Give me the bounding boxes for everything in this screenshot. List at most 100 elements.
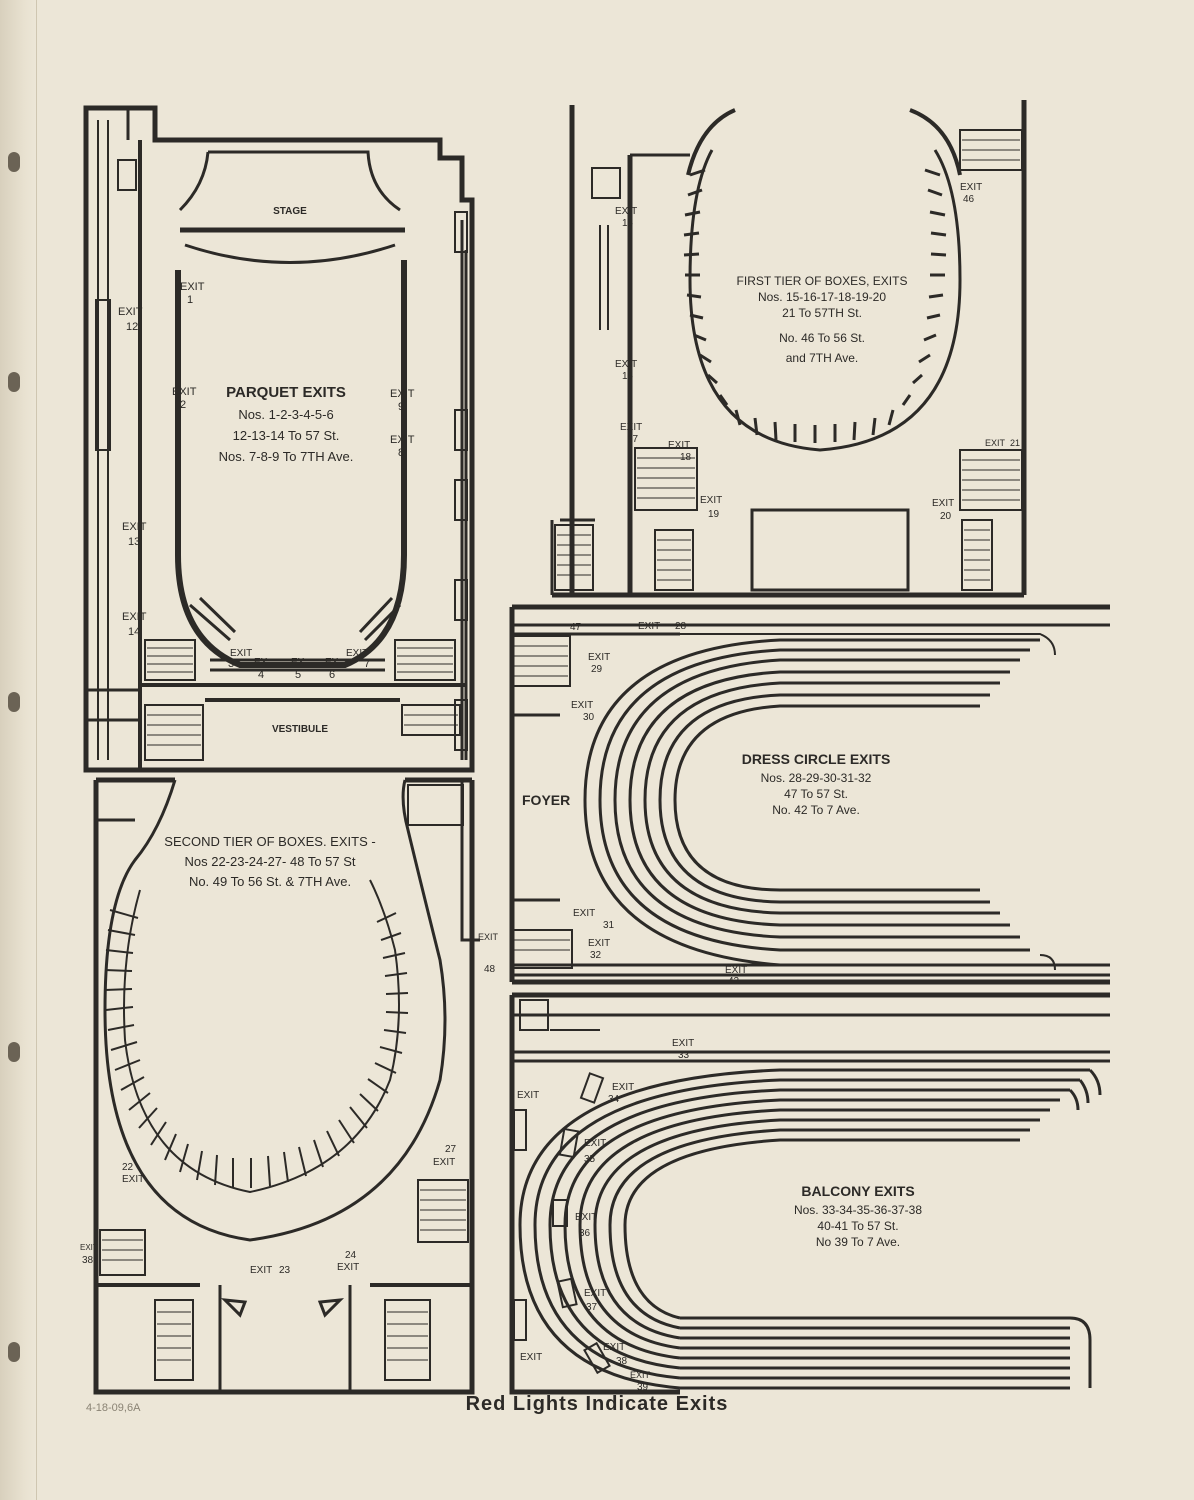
exit-label: EXIT	[985, 438, 1006, 448]
exit-number: 24	[345, 1250, 357, 1261]
dress-circle-line3: No. 42 To 7 Ave.	[772, 803, 860, 817]
exit-label: EXIT	[588, 652, 610, 663]
exit-number: 13	[128, 536, 140, 548]
exit-label: EXIT	[668, 440, 690, 451]
exit-label: EXIT	[932, 498, 954, 509]
exit-number: 27	[445, 1144, 457, 1155]
exit-label: EXIT	[638, 621, 660, 632]
exit-number: 20	[940, 511, 952, 522]
binding-hole	[8, 372, 20, 392]
parquet-exits-line1: Nos. 1-2-3-4-5-6	[238, 407, 333, 422]
exit-label: EXIT	[180, 281, 205, 293]
dress-circle-rows	[583, 638, 1040, 967]
parquet-exits-line2: 12-13-14 To 57 St.	[233, 428, 340, 443]
exit-label: EX	[254, 657, 268, 668]
exit-label: EXIT	[390, 388, 415, 400]
exit-number: 29	[591, 664, 603, 675]
second-tier-line1: Nos 22-23-24-27- 48 To 57 St	[184, 854, 355, 869]
exit-label: EXIT	[700, 495, 722, 506]
exit-number: 8	[398, 447, 404, 459]
exit-number: 5	[295, 669, 301, 681]
stage-label: STAGE	[273, 206, 307, 217]
binding-hole	[8, 1042, 20, 1062]
exit-label: EXIT	[520, 1352, 542, 1363]
binding-edge	[0, 0, 37, 1500]
balcony-rows	[518, 1068, 1102, 1390]
exit-number: 14	[128, 626, 140, 638]
dress-circle-line1: Nos. 28-29-30-31-32	[761, 771, 872, 785]
dress-circle-line2: 47 To 57 St.	[784, 787, 848, 801]
exit-number: 38	[82, 1255, 94, 1266]
exit-label: EXIT	[571, 700, 593, 711]
vestibule-label: VESTIBULE	[272, 724, 328, 735]
exit-label: EXIT	[575, 1212, 597, 1223]
exit-number: 9	[398, 401, 404, 413]
exit-label: EXIT	[337, 1262, 359, 1273]
first-tier-plan: FIRST TIER OF BOXES, EXITS Nos. 15-16-17…	[550, 100, 1027, 598]
exit-number: 38	[616, 1356, 628, 1367]
exit-number: 4	[258, 669, 264, 681]
exit-number: 22	[122, 1162, 134, 1173]
exit-number: 47	[570, 622, 582, 633]
exit-label: EXIT	[615, 206, 637, 217]
foyer-label: FOYER	[522, 792, 570, 808]
exit-number: 31	[603, 920, 615, 931]
exit-label: EXIT	[725, 965, 747, 976]
exit-label: EXIT	[573, 908, 595, 919]
exit-number: 28	[675, 621, 687, 632]
exit-number: 34	[608, 1094, 620, 1105]
balcony-plan: BALCONY EXITS Nos. 33-34-35-36-37-38 40-…	[509, 992, 1110, 1395]
exit-label: EXIT	[122, 521, 147, 533]
dress-circle-title: DRESS CIRCLE EXITS	[742, 751, 891, 767]
exit-label: EXIT	[612, 1082, 634, 1093]
exit-label: EXIT	[960, 182, 982, 193]
exit-label: EXIT	[615, 359, 637, 370]
balcony-line2: 40-41 To 57 St.	[817, 1219, 898, 1233]
exit-number: 19	[708, 509, 720, 520]
exit-number: 39	[637, 1382, 649, 1393]
exit-number: 6	[329, 669, 335, 681]
binding-hole	[8, 1342, 20, 1362]
exit-number: 12	[126, 321, 138, 333]
balcony-title: BALCONY EXITS	[801, 1183, 914, 1199]
parquet-exits-line3: Nos. 7-8-9 To 7TH Ave.	[219, 449, 354, 464]
first-tier-line3: No. 46 To 56 St.	[779, 331, 865, 345]
exit-number: 1	[187, 294, 193, 306]
exit-number: 36	[579, 1228, 591, 1239]
exit-label: EXIT	[630, 1370, 651, 1380]
exit-number: 33	[678, 1050, 690, 1061]
exit-label: EXIT	[478, 932, 499, 942]
exit-number: 23	[279, 1265, 291, 1276]
exit-number: 3	[228, 658, 234, 670]
parquet-plan: STAGE VESTIBULE PARQUET EXITS Nos. 1-2-3…	[83, 105, 475, 773]
exit-label: EXIT	[80, 1243, 98, 1252]
parquet-exits-title: PARQUET EXITS	[226, 384, 346, 401]
exit-number: 32	[590, 950, 602, 961]
binding-hole	[8, 152, 20, 172]
exit-label: EXIT	[122, 1174, 144, 1185]
pencil-note: 4-18-09,6A	[86, 1402, 141, 1414]
first-tier-line1: Nos. 15-16-17-18-19-20	[758, 290, 886, 304]
exit-number: 16	[622, 371, 634, 382]
exit-label: EXIT	[433, 1157, 455, 1168]
first-tier-line4: and 7TH Ave.	[786, 351, 859, 365]
binding-hole	[8, 692, 20, 712]
exit-label: EXIT	[584, 1138, 606, 1149]
exit-label: EX	[325, 657, 339, 668]
second-tier-plan: SECOND TIER OF BOXES. EXITS - Nos 22-23-…	[80, 777, 499, 1395]
caption: Red Lights Indicate Exits	[465, 1393, 729, 1415]
exit-number: 15	[622, 218, 634, 229]
exit-label: EXIT	[250, 1265, 272, 1276]
exit-label: EXIT	[603, 1342, 625, 1353]
exit-number: 42	[728, 976, 740, 987]
exit-label: EXIT	[517, 1090, 539, 1101]
exit-label: EXIT	[390, 434, 415, 446]
second-tier-line2: No. 49 To 56 St. & 7TH Ave.	[189, 874, 351, 889]
first-tier-line2: 21 To 57TH St.	[782, 306, 862, 320]
exit-label: EXIT	[118, 306, 143, 318]
exit-label: EX	[291, 657, 305, 668]
first-tier-title: FIRST TIER OF BOXES, EXITS	[737, 274, 908, 288]
second-tier-title: SECOND TIER OF BOXES. EXITS -	[164, 834, 375, 849]
